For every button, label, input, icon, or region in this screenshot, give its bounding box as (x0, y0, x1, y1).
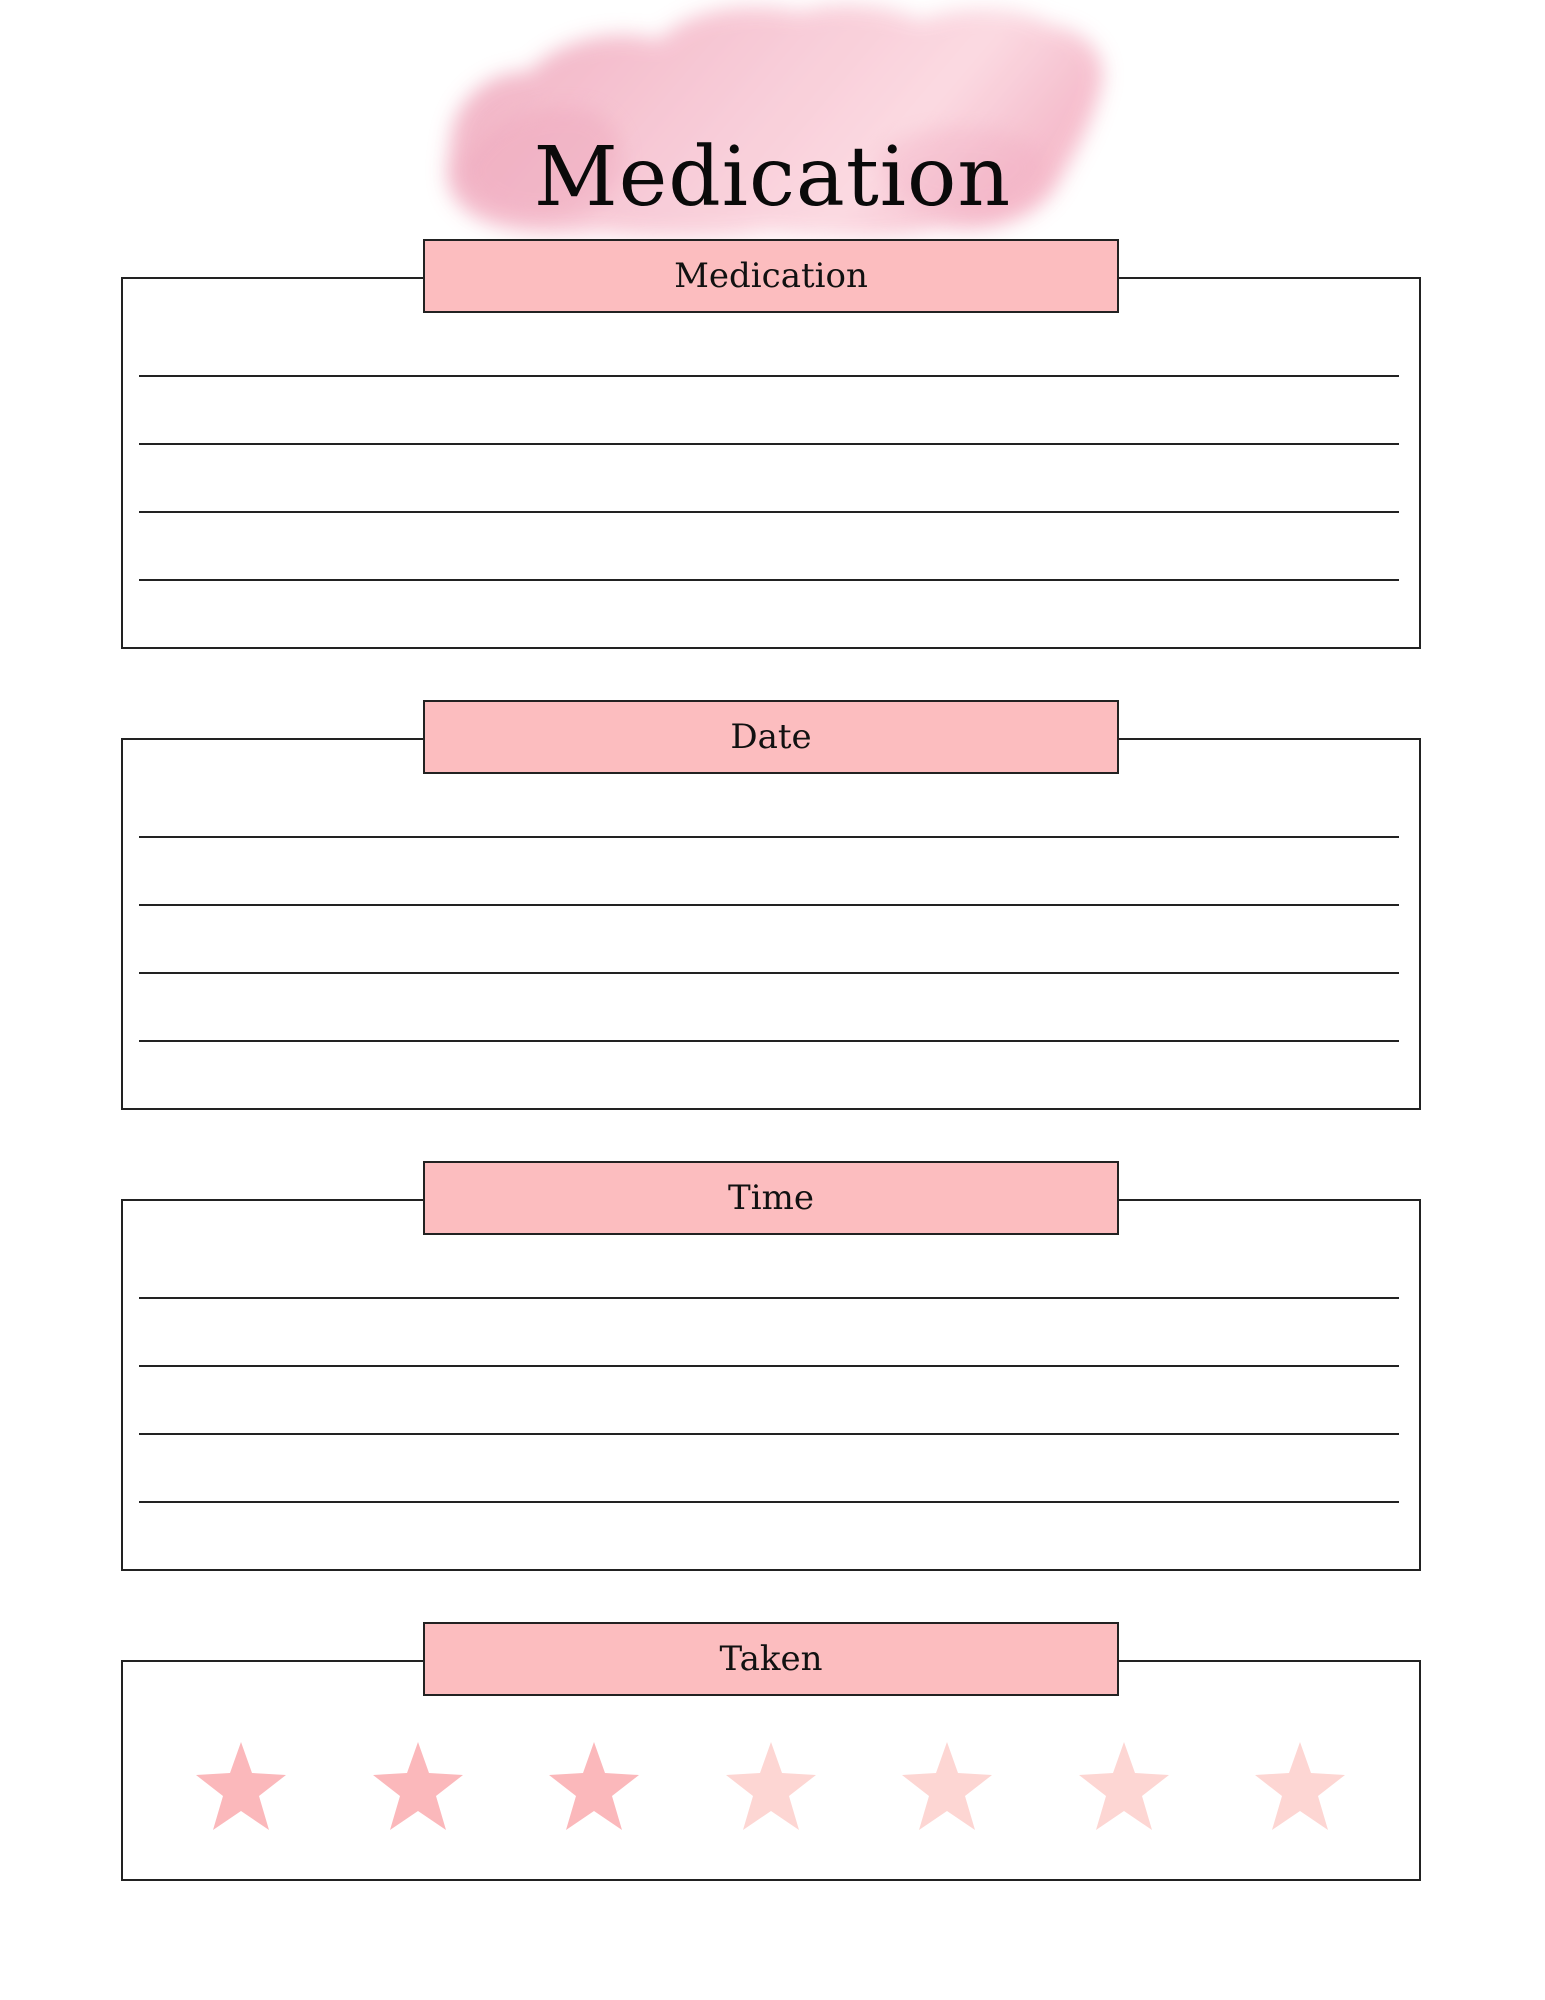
writing-line[interactable] (139, 904, 1399, 906)
writing-line[interactable] (139, 443, 1399, 445)
section-header-medication: Medication (423, 239, 1119, 313)
star-icon[interactable] (899, 1740, 995, 1832)
section-date: Date (121, 700, 1421, 1110)
writing-line[interactable] (139, 1365, 1399, 1367)
star-tracker (123, 1740, 1419, 1850)
star-icon[interactable] (1076, 1740, 1172, 1832)
writing-line[interactable] (139, 1297, 1399, 1299)
section-header-time: Time (423, 1161, 1119, 1235)
writing-line[interactable] (139, 1433, 1399, 1435)
section-box (121, 1199, 1421, 1571)
section-box (121, 1660, 1421, 1881)
page-title: Medication (533, 130, 1012, 225)
section-header-taken: Taken (423, 1622, 1119, 1696)
writing-line[interactable] (139, 836, 1399, 838)
writing-line[interactable] (139, 1501, 1399, 1503)
writing-line[interactable] (139, 1040, 1399, 1042)
star-icon[interactable] (193, 1740, 289, 1832)
star-icon[interactable] (1252, 1740, 1348, 1832)
section-time: Time (121, 1161, 1421, 1571)
writing-line[interactable] (139, 375, 1399, 377)
section-box (121, 738, 1421, 1110)
section-box (121, 277, 1421, 649)
writing-line[interactable] (139, 579, 1399, 581)
section-taken: Taken (121, 1622, 1421, 1881)
writing-line[interactable] (139, 972, 1399, 974)
star-icon[interactable] (723, 1740, 819, 1832)
star-icon[interactable] (370, 1740, 466, 1832)
watercolor-blob (447, 5, 1103, 238)
star-icon[interactable] (546, 1740, 642, 1832)
section-header-date: Date (423, 700, 1119, 774)
section-medication: Medication (121, 239, 1421, 649)
writing-line[interactable] (139, 511, 1399, 513)
